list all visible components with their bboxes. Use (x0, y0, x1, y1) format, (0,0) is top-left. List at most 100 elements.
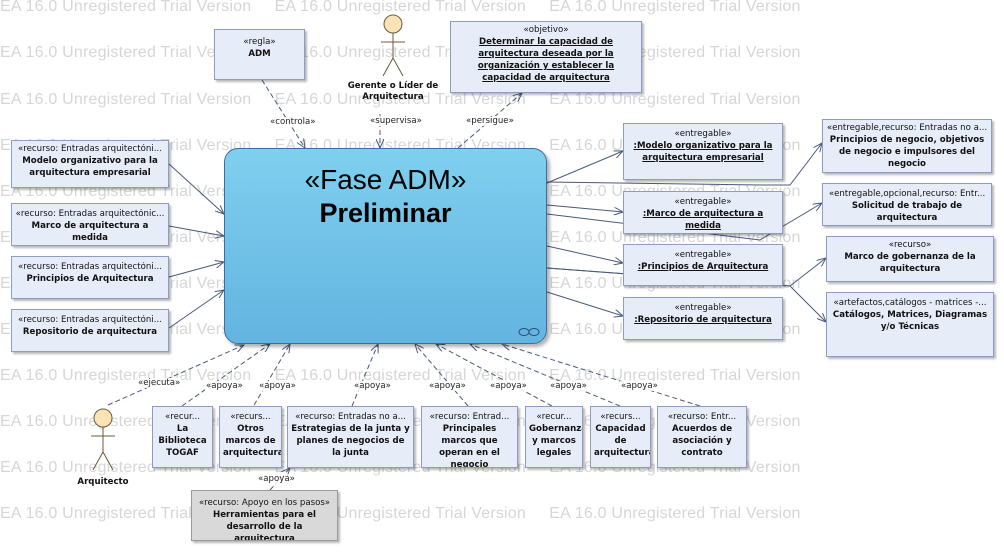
input-name: Modelo organizativo para la arquitectura… (22, 156, 158, 178)
output-name: Solicitud de trabajo de arquitectura (851, 201, 963, 223)
regla-stereotype: «regla» (243, 37, 276, 47)
gerente-actor-label: Gerente o Líder de Arquitectura (347, 81, 439, 102)
output-box-solicitud[interactable]: «entregable,opcional,recurso: Entr... So… (822, 183, 992, 226)
deliverable-arrow (546, 291, 623, 316)
input-stereotype: «recurso: Entradas arquitectónic... (15, 209, 165, 219)
apoya-label: «apoya» (620, 381, 659, 391)
support-name: Principales marcos que operan en el nego… (439, 424, 500, 468)
apoya-connector (436, 344, 553, 407)
input-stereotype: «recurso: Entradas arquitectóni... (18, 315, 162, 325)
apoya-label: «apoya» (428, 381, 467, 391)
output-arrow (546, 203, 822, 241)
output-stereotype: «artefactos,catálogos - matrices -... (833, 298, 987, 308)
support-box-capacidad[interactable]: «recurs... Capacidad de arquitectura (590, 406, 651, 468)
deliverable-name: :Repositorio de arquitectura (634, 315, 772, 325)
support-stereotype: «recur... (536, 412, 572, 422)
apoya-connector (249, 344, 290, 413)
support-stereotype: «recur... (165, 412, 200, 422)
output-name: Catálogos, Matrices, Diagramas y/o Técni… (832, 310, 988, 332)
output-name: Principios de negocio, objetivos de nego… (829, 135, 985, 169)
input-name: Repositorio de arquitectura (22, 327, 158, 337)
support-stereotype: «recurs... (600, 412, 641, 422)
input-box-principios[interactable]: «recurso: Entradas arquitectóni... Princ… (11, 256, 169, 299)
deliverable-arrow (546, 151, 623, 184)
output-stereotype: «entregable,opcional,recurso: Entr... (828, 189, 986, 199)
deliverable-box-modelo[interactable]: «entregable» :Modelo organizativo para l… (623, 123, 783, 180)
deliverable-stereotype: «entregable» (674, 303, 732, 313)
apoya-label: «apoya» (258, 381, 297, 391)
support-box-gobernanza[interactable]: «recur... Gobernanza y marcos legales (525, 406, 583, 468)
output-stereotype: «entregable,recurso: Entradas no a... (826, 123, 988, 133)
apoya-label: «apoya» (257, 474, 296, 484)
controla-label: «controla» (269, 117, 317, 127)
support-stereotype: «recurso: Entr... (667, 412, 737, 422)
persigue-label: «persigue» (465, 116, 515, 126)
support-box-estrategias[interactable]: «recurso: Entradas no a... Estrategias d… (287, 406, 414, 468)
support-name: Estrategias de la junta y planes de nego… (291, 424, 410, 458)
arquitecto-actor-label: Arquitecto (77, 477, 129, 487)
output-box-artefactos[interactable]: «artefactos,catálogos - matrices -... Ca… (826, 292, 994, 357)
center-name: Preliminar (319, 198, 452, 228)
input-name: Marco de arquitectura a medida (31, 221, 149, 243)
controla-connector (261, 79, 305, 148)
support-box-biblioteca[interactable]: «recur... La Biblioteca TOGAF (152, 406, 213, 468)
support-name: La Biblioteca TOGAF (158, 424, 207, 458)
support-stereotype: «recurso: Entrad... (429, 412, 510, 422)
support-stereotype: «recurs... (230, 412, 271, 422)
apoya-connector (351, 344, 378, 407)
apoya-connector (269, 468, 290, 491)
herramientas-stereotype: «recurso: Apoyo en los pasos» (198, 498, 331, 508)
deliverable-stereotype: «entregable» (674, 197, 732, 207)
objetivo-stereotype: «objetivo» (523, 25, 569, 35)
output-stereotype: «recurso» (888, 240, 932, 250)
input-arrow (168, 262, 224, 278)
deliverable-stereotype: «entregable» (674, 250, 732, 260)
support-name: Capacidad de arquitectura (594, 424, 651, 458)
deliverable-name: :Modelo organizativo para la arquitectur… (633, 141, 773, 163)
support-stereotype: «recurso: Entradas no a... (295, 412, 406, 422)
input-box-repositorio[interactable]: «recurso: Entradas arquitectóni... Repos… (11, 309, 169, 352)
input-stereotype: «recurso: Entradas arquitectóni... (18, 144, 162, 154)
ejecuta-connector (107, 345, 244, 406)
apoya-connector (181, 344, 270, 407)
fase-adm-preliminar[interactable]: «Fase ADM» Preliminar (224, 148, 547, 344)
support-name: Otros marcos de arquitectura (223, 424, 282, 458)
apoya-label: «apoya» (205, 381, 244, 391)
output-name: Marco de gobernanza de la arquitectura (844, 252, 976, 274)
herramientas-box[interactable]: «recurso: Apoyo en los pasos» Herramient… (191, 490, 338, 541)
deliverable-box-principios[interactable]: «entregable» :Principios de Arquitectura (623, 244, 783, 286)
supervisa-label: «supervisa» (369, 116, 423, 126)
objetivo-box[interactable]: «objetivo» Determinar la capacidad de ar… (450, 21, 642, 93)
regla-name: ADM (248, 49, 271, 59)
input-arrow (168, 290, 224, 329)
regla-box[interactable]: «regla» ADM (214, 29, 305, 80)
deliverable-name: :Marco de arquitectura a medida (642, 209, 764, 231)
apoya-label: «apoya» (549, 381, 588, 391)
output-box-gobernanza[interactable]: «recurso» Marco de gobernanza de la arqu… (826, 236, 994, 282)
center-stereotype: «Fase ADM» (304, 164, 467, 195)
output-box-principios-negocio[interactable]: «entregable,recurso: Entradas no a... Pr… (822, 119, 992, 173)
support-box-acuerdos[interactable]: «recurso: Entr... Acuerdos de asociación… (657, 406, 747, 468)
deliverable-stereotype: «entregable» (674, 129, 732, 139)
deliverable-arrow (546, 245, 623, 263)
input-name: Principios de Arquitectura (26, 274, 154, 284)
gerente-actor-figure (381, 14, 405, 77)
apoya-label: «apoya» (489, 381, 528, 391)
apoya-label: «apoya» (353, 381, 392, 391)
deliverable-box-repositorio[interactable]: «entregable» :Repositorio de arquitectur… (623, 297, 783, 340)
deliverable-arrow (546, 204, 623, 212)
input-box-marco[interactable]: «recurso: Entradas arquitectónic... Marc… (11, 203, 169, 246)
input-stereotype: «recurso: Entradas arquitectóni... (18, 262, 162, 272)
input-box-modelo[interactable]: «recurso: Entradas arquitectóni... Model… (11, 140, 169, 188)
deliverable-name: :Principios de Arquitectura (637, 262, 769, 272)
apoya-connector (502, 344, 701, 407)
support-box-otros-marcos[interactable]: «recurs... Otros marcos de arquitectura (219, 406, 282, 468)
objetivo-name: Determinar la capacidad de arquitectura … (477, 37, 615, 83)
apoya-connector (470, 344, 621, 407)
input-arrow (168, 163, 224, 214)
deliverable-box-marco[interactable]: «entregable» :Marco de arquitectura a me… (623, 191, 783, 234)
support-box-principales-marcos[interactable]: «recurso: Entrad... Principales marcos q… (421, 406, 518, 468)
input-arrow (168, 225, 224, 236)
output-arrow (546, 143, 822, 186)
support-name: Acuerdos de asociación y contrato (671, 424, 733, 458)
